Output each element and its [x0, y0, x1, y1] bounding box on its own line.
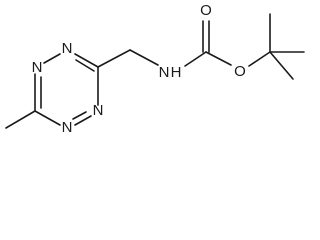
bond-nh-carbonyl — [184, 51, 207, 67]
atom-o-ester: O — [234, 63, 246, 80]
atom-n-amide: N — [159, 64, 170, 81]
atom-h-amide: H — [171, 64, 182, 81]
bond-ring-n5-c6 — [34, 110, 61, 126]
bond-c3-ch2 — [97, 49, 131, 68]
bond-ring-n2-c3 — [74, 53, 99, 68]
bond-ester-o-quaternary — [248, 51, 271, 67]
bond-ring-n2-c3-double — [75, 59, 95, 72]
atom-n-ring-top-left: N — [32, 59, 43, 76]
atom-o-carbonyl: O — [200, 2, 212, 19]
atom-n-ring-bottom-right: N — [93, 102, 104, 119]
bond-ring-n4-n5-double — [72, 111, 87, 120]
atom-labels: N N N N N H O O — [32, 2, 246, 136]
bond-methyl — [5, 110, 36, 129]
bond-ring-n4-n5 — [74, 115, 92, 126]
bond-ch2-nh — [129, 49, 159, 66]
atom-n-ring-bottom-left: N — [62, 119, 73, 136]
bond-tbu-methyl-bottom — [269, 51, 294, 80]
chemical-structure-diagram: N N N N N H O O — [5, 2, 305, 136]
bond-carbonyl-ester-o — [205, 51, 232, 66]
bond-ring-n1-n2 — [43, 53, 61, 64]
atom-n-ring-top-right: N — [62, 40, 73, 57]
bonds — [5, 13, 305, 129]
